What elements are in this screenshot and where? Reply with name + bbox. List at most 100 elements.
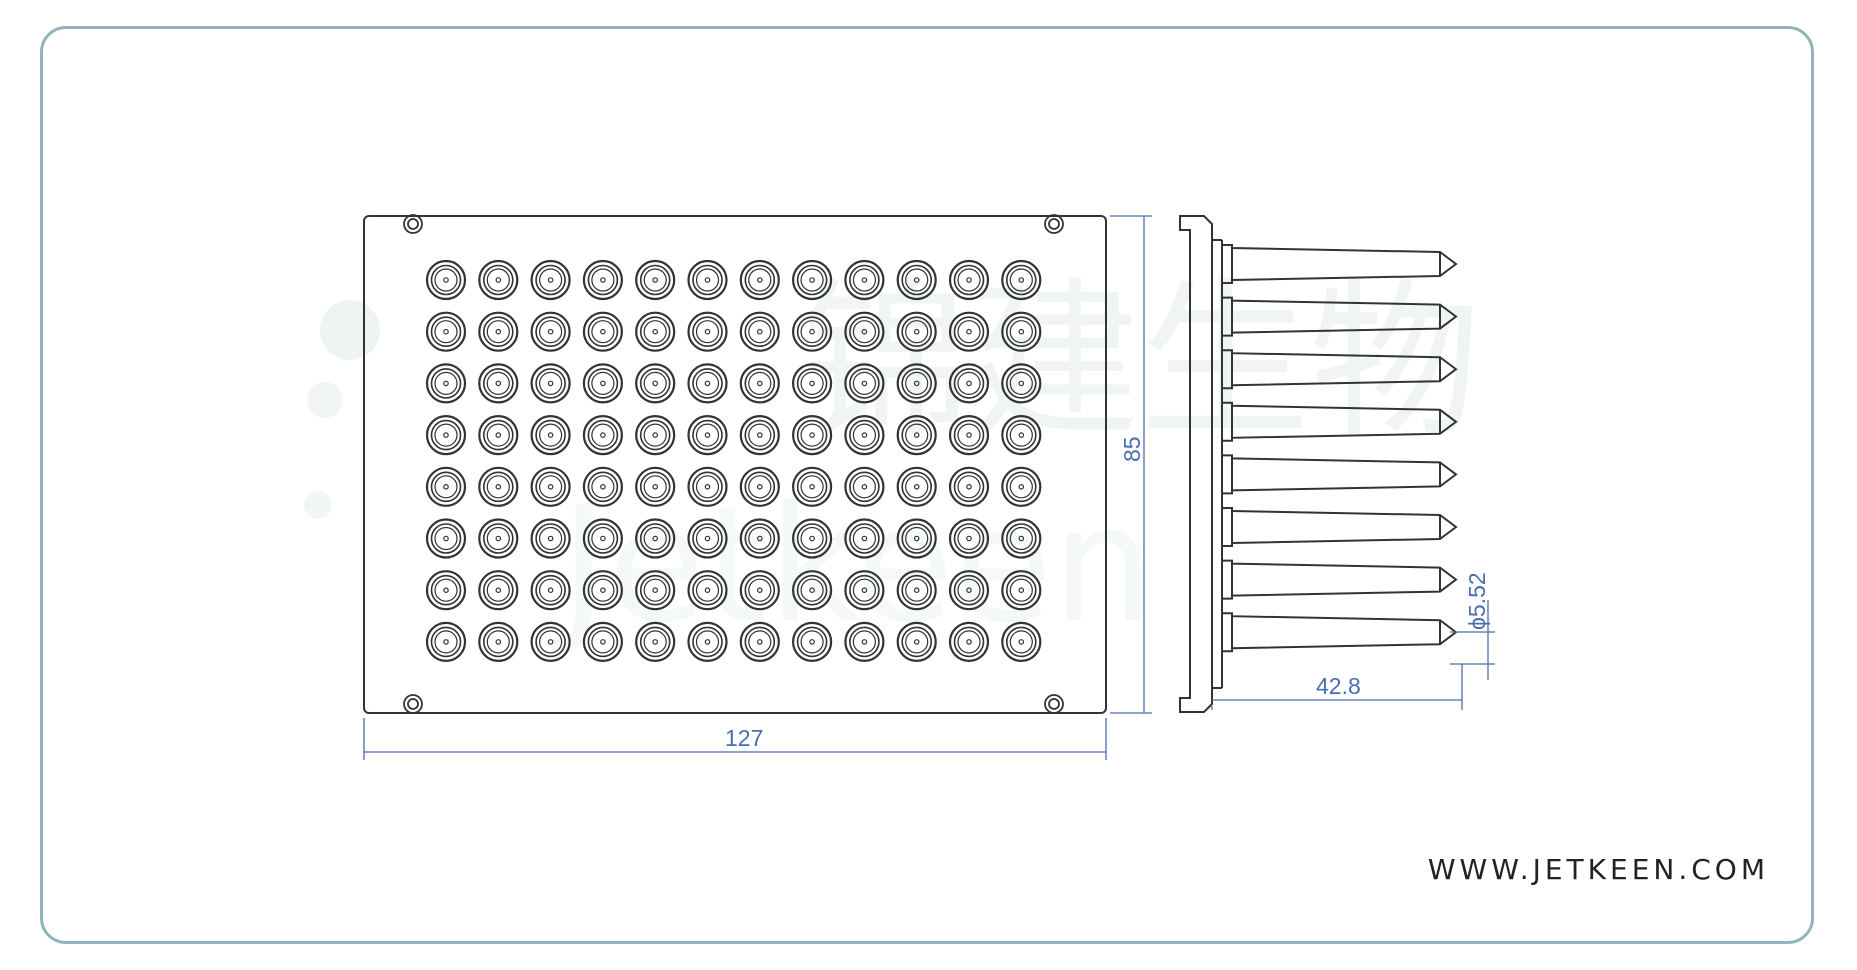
well (478, 363, 519, 404)
pipette-tip (1222, 244, 1458, 284)
well (478, 415, 519, 456)
well (478, 311, 519, 352)
well (1001, 518, 1042, 559)
well (687, 466, 728, 507)
well (1001, 621, 1042, 663)
pipette-tip (1222, 401, 1458, 442)
plate-outline (363, 215, 1107, 714)
well (948, 259, 990, 301)
well (582, 363, 624, 404)
well (425, 570, 467, 611)
well (530, 518, 571, 559)
well (791, 415, 833, 456)
well (478, 466, 519, 507)
well (791, 363, 833, 404)
pipette-tip (1222, 507, 1458, 547)
well (844, 518, 885, 559)
well (530, 311, 571, 352)
well (425, 466, 467, 507)
well (425, 518, 467, 559)
well (530, 259, 571, 301)
well (844, 259, 885, 301)
well (425, 259, 467, 301)
well (582, 518, 624, 559)
well (896, 518, 937, 559)
well (739, 363, 780, 404)
well (687, 415, 728, 456)
well (530, 621, 571, 663)
well (478, 621, 519, 663)
height-dimension: 85 (1119, 436, 1145, 462)
well (896, 570, 937, 611)
well (739, 621, 780, 663)
well (739, 518, 780, 559)
well-grid (425, 259, 1042, 663)
well (635, 621, 676, 663)
well (687, 570, 728, 611)
well (635, 311, 676, 352)
well (687, 259, 728, 301)
well (948, 415, 990, 456)
well (635, 363, 676, 404)
well (635, 466, 676, 507)
well (530, 466, 571, 507)
well (948, 570, 990, 611)
well (582, 311, 624, 352)
well (687, 621, 728, 663)
well (844, 570, 885, 611)
well (635, 570, 676, 611)
well (582, 415, 624, 456)
well (844, 621, 885, 663)
well (844, 415, 885, 456)
well (1001, 363, 1042, 404)
well (425, 311, 467, 352)
well (582, 466, 624, 507)
tip-length-dimension: 42.8 (1316, 673, 1361, 699)
well (739, 311, 780, 352)
well (896, 621, 937, 663)
well (530, 570, 571, 611)
well (948, 311, 990, 352)
well (687, 363, 728, 404)
dimension-lines (363, 215, 1495, 760)
well (582, 621, 624, 663)
well (478, 259, 519, 301)
pipette-tip (1222, 454, 1458, 495)
well (478, 570, 519, 611)
well (687, 311, 728, 352)
pipette-tip (1222, 559, 1458, 600)
well (896, 363, 937, 404)
corner-holes (403, 214, 1064, 714)
well (791, 570, 833, 611)
well (478, 518, 519, 559)
well (896, 311, 937, 352)
well (844, 466, 885, 507)
well (948, 518, 990, 559)
well (582, 570, 624, 611)
well (425, 363, 467, 404)
well (791, 311, 833, 352)
well (530, 363, 571, 404)
well (739, 415, 780, 456)
well (948, 466, 990, 507)
well (739, 570, 780, 611)
well (1001, 311, 1042, 352)
tip-row (1222, 244, 1458, 653)
well (896, 466, 937, 507)
well (687, 518, 728, 559)
well (1001, 570, 1042, 611)
well (791, 466, 833, 507)
width-dimension: 127 (725, 725, 763, 751)
well (635, 518, 676, 559)
website-url: WWW.JETKEEN.COM (1427, 853, 1769, 886)
well (635, 259, 676, 301)
well (791, 621, 833, 663)
well (896, 415, 937, 456)
well (635, 415, 676, 456)
well (948, 621, 990, 663)
well (739, 466, 780, 507)
well (896, 259, 937, 301)
well (1001, 466, 1042, 507)
well (1001, 259, 1042, 301)
